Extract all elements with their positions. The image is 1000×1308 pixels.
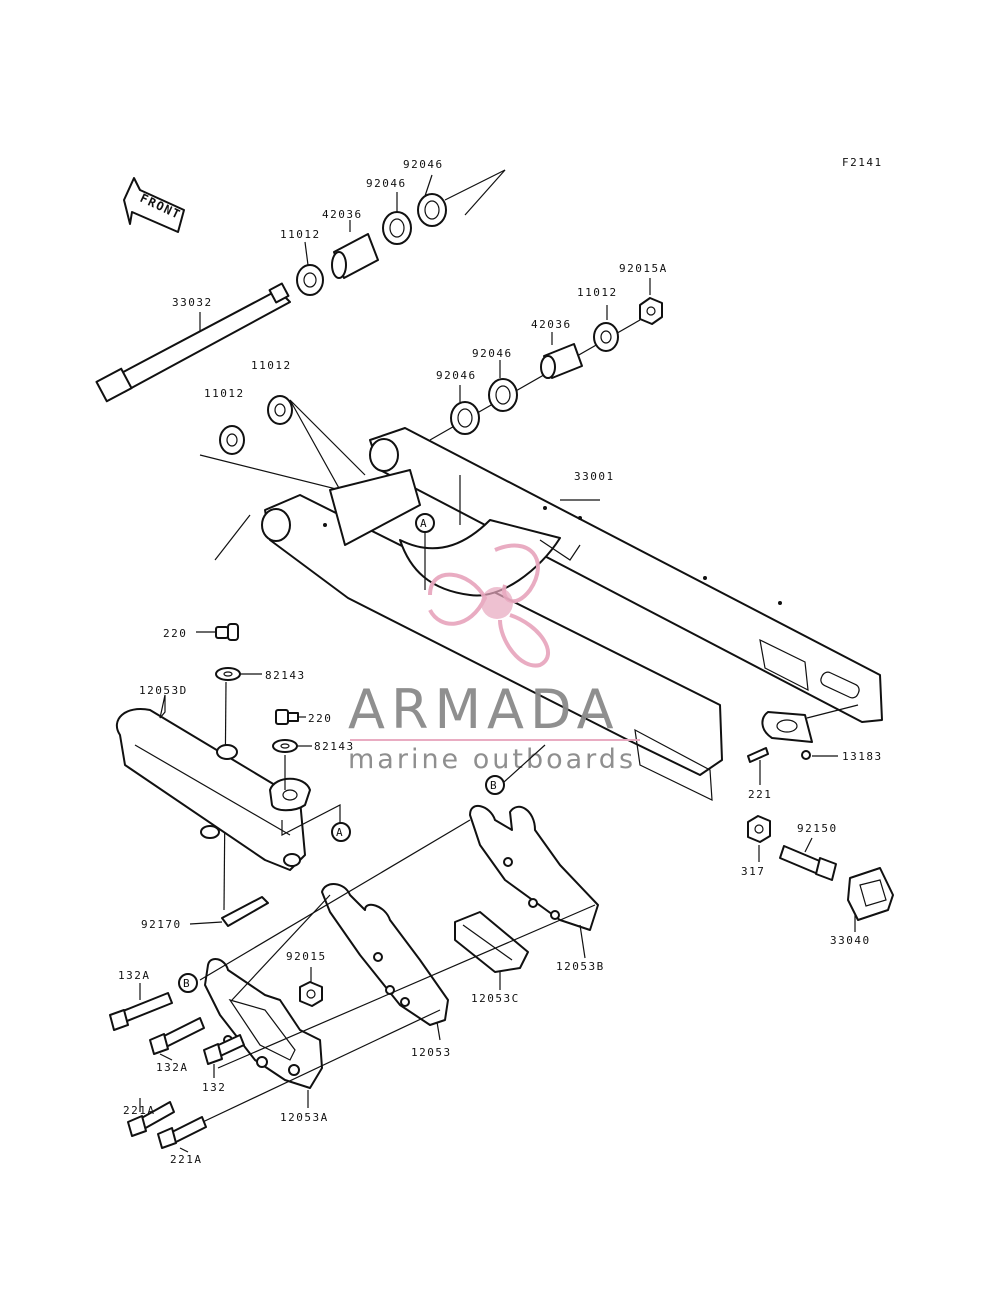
figure-code: F2141 (842, 156, 883, 169)
part-labels: 92046 92046 42036 11012 33032 92015A 110… (118, 158, 883, 1166)
label-12053C: 12053C (471, 992, 520, 1005)
label-221A: 221A (123, 1104, 156, 1117)
adjuster-block-33040 (847, 867, 894, 932)
armada-watermark: ARMADA marine outboards (348, 543, 640, 775)
bearing-92046-top-b (417, 193, 447, 227)
bracket-clamp (269, 755, 341, 836)
seal-11012-top (296, 264, 324, 296)
label-12053D: 12053D (139, 684, 188, 697)
nut-92015A (639, 297, 663, 325)
bolt-132 (203, 1034, 245, 1078)
label-92015A: 92015A (619, 262, 668, 275)
bolt-220-b (275, 709, 306, 725)
bolt-221A-a (127, 1098, 175, 1137)
bearing-92046-right-b (450, 401, 480, 435)
label-221: 221 (748, 788, 772, 801)
label-317: 317 (741, 865, 765, 878)
label-92046: 92046 (472, 347, 513, 360)
slider-12053B (469, 805, 599, 959)
bearing-92046-right-a (488, 378, 518, 412)
svg-text:A: A (420, 517, 428, 530)
bolt-221 (747, 747, 769, 785)
label-92046: 92046 (366, 177, 407, 190)
label-132A: 132A (118, 969, 151, 982)
watermark-tagline: marine outboards (348, 744, 636, 775)
pad-12053C (454, 911, 529, 990)
label-220: 220 (308, 712, 332, 725)
label-11012: 11012 (577, 286, 618, 299)
washer-13183 (761, 704, 859, 760)
pivot-shaft-33032 (95, 282, 291, 403)
label-42036: 42036 (531, 318, 572, 331)
bolt-92150 (779, 837, 837, 881)
svg-text:A: A (336, 826, 344, 839)
label-13183: 13183 (842, 750, 883, 763)
sleeve-42036-right (540, 343, 583, 379)
label-12053B: 12053B (556, 960, 605, 973)
upper-pivot-leaders (199, 169, 506, 335)
label-12053A: 12053A (280, 1111, 329, 1124)
label-92150: 92150 (797, 822, 838, 835)
front-arrow-icon: FRONT (123, 177, 185, 233)
label-221A: 221A (170, 1153, 203, 1166)
seal-11012-right (593, 322, 619, 352)
ref-marker-b-right: B (485, 744, 546, 795)
seal-11012-left-a (267, 395, 293, 425)
bearing-92046-top-a (382, 211, 412, 245)
label-220: 220 (163, 627, 187, 640)
bolt-132A-b (149, 1017, 205, 1061)
label-33040: 33040 (830, 934, 871, 947)
label-132: 132 (202, 1081, 226, 1094)
svg-text:B: B (490, 779, 498, 792)
bolt-132A-a (109, 983, 173, 1031)
label-132A: 132A (156, 1061, 189, 1074)
label-92046: 92046 (403, 158, 444, 171)
chain-guide-12053D (115, 694, 306, 871)
label-92046: 92046 (436, 369, 477, 382)
washer-82143-a (215, 667, 262, 681)
seal-11012-left-b (219, 425, 245, 455)
svg-text:B: B (183, 977, 191, 990)
label-92170: 92170 (141, 918, 182, 931)
label-82143: 82143 (314, 740, 355, 753)
label-42036: 42036 (322, 208, 363, 221)
tie-strap-92170 (189, 896, 269, 927)
nut-92015 (299, 967, 323, 1007)
nut-317 (747, 815, 771, 862)
assembly-leaders (189, 819, 596, 1129)
label-82143: 82143 (265, 669, 306, 682)
label-12053: 12053 (411, 1046, 452, 1059)
label-11012: 11012 (280, 228, 321, 241)
ref-marker-a-top: A (415, 513, 435, 590)
label-11012: 11012 (251, 359, 292, 372)
bolt-221A-b (157, 1116, 207, 1153)
ref-marker-a-bottom: A (331, 822, 351, 842)
bolt-220-a (196, 623, 239, 641)
ref-marker-b-left: B (178, 973, 198, 993)
label-11012: 11012 (204, 387, 245, 400)
sleeve-42036-top (331, 233, 379, 279)
propeller-logo-icon (428, 543, 550, 668)
label-33001: 33001 (574, 470, 615, 483)
label-33032: 33032 (172, 296, 213, 309)
washer-82143-b (272, 739, 312, 753)
label-92015: 92015 (286, 950, 327, 963)
plate-12053 (321, 883, 449, 1041)
plate-12053A (204, 958, 323, 1108)
watermark-brand: ARMADA (348, 678, 620, 741)
